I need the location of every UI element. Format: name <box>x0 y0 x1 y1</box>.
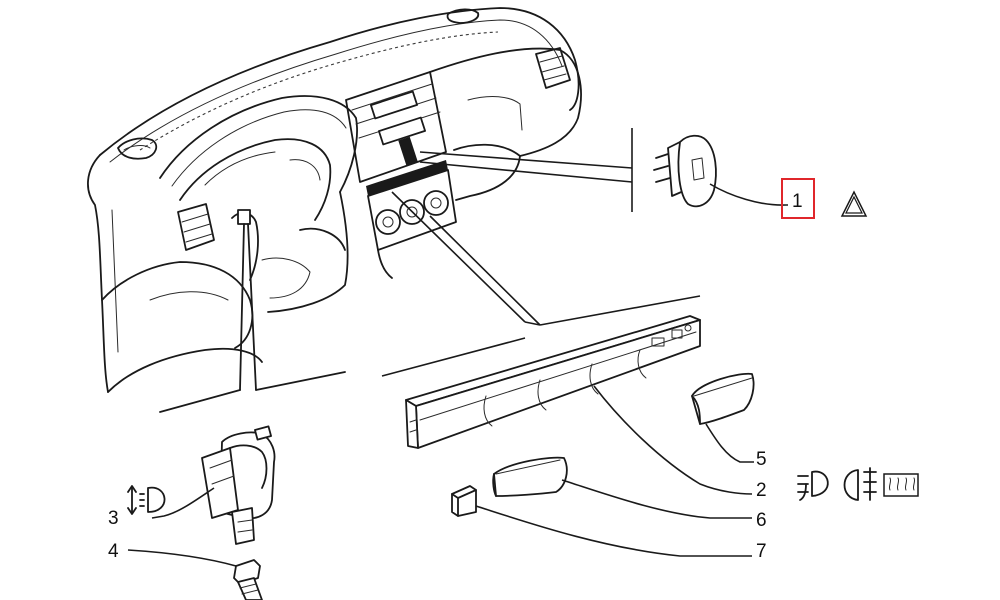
headlamp-level-icon <box>127 485 166 515</box>
part-1-hazard-switch <box>653 134 788 208</box>
leader-to-hazard-switch <box>419 128 633 212</box>
callout-5: 5 <box>756 449 767 470</box>
rear-fog-light-icon <box>843 467 877 501</box>
hazard-triangle-icon <box>840 190 868 217</box>
callout-2: 2 <box>756 480 767 501</box>
callout-1: 1 <box>792 191 803 212</box>
part-4-bolt <box>127 549 263 600</box>
part-2-switch-bar <box>405 315 753 495</box>
part-7-small-cap <box>451 485 752 557</box>
symbol-row <box>797 467 919 501</box>
part-3-headlamp-level-switch <box>151 425 276 545</box>
callout-6: 6 <box>756 510 767 531</box>
callout-1-highlight-box <box>781 178 815 219</box>
rear-window-defrost-icon <box>883 473 919 497</box>
part-6-switch-cap <box>492 456 752 519</box>
callout-3: 3 <box>108 508 119 529</box>
front-fog-light-icon <box>797 470 829 501</box>
callout-7: 7 <box>756 541 767 562</box>
part-5-switch-cap <box>691 372 755 463</box>
dashboard-illustration <box>87 7 582 413</box>
callout-4: 4 <box>108 541 119 562</box>
leader-to-switch-bar <box>381 191 701 377</box>
